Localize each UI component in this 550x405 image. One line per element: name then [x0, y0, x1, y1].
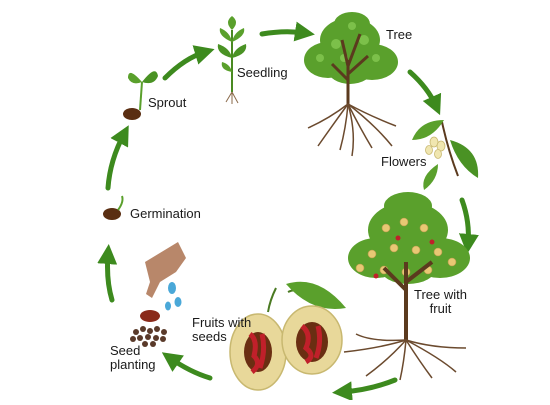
- label-seed-planting-line2: planting: [110, 357, 156, 372]
- open-fruits: [373, 235, 435, 279]
- label-tree-with-fruit-line1: Tree with: [414, 287, 467, 302]
- label-seed-planting: Seed planting: [110, 344, 156, 372]
- label-germination: Germination: [130, 206, 201, 221]
- label-tree-with-fruit-line2: fruit: [429, 301, 452, 316]
- leaf-icon: [412, 120, 444, 140]
- label-seed-planting-line1: Seed: [110, 343, 141, 358]
- label-tree: Tree: [386, 27, 413, 42]
- seed-icon: [123, 108, 141, 120]
- arrow-sprout-to-seedling: [162, 45, 215, 81]
- roots: [343, 333, 467, 381]
- sprout-illustration: [123, 71, 158, 120]
- water-drop-icon: [174, 297, 182, 307]
- leaf-icon: [423, 164, 438, 190]
- arrow-germination-to-sprout: [105, 125, 129, 191]
- label-flowers: Flowers: [381, 154, 427, 169]
- leaf-icon: [142, 71, 158, 84]
- label-fruits-with-seeds: Fruits with seeds: [192, 316, 251, 344]
- water-drop-icon: [168, 282, 176, 294]
- leaf-icon: [286, 281, 346, 309]
- arrow-planting-to-germination: [97, 244, 118, 303]
- label-fruits-with-seeds-line2: seeds: [192, 329, 227, 344]
- leaf-icon: [450, 140, 479, 178]
- seed-planting-illustration: [130, 242, 186, 347]
- water-drop-icon: [165, 301, 171, 311]
- cycle-arrows: [97, 21, 479, 402]
- roots: [307, 103, 397, 157]
- tree-illustration: [304, 12, 398, 157]
- label-fruits-with-seeds-line1: Fruits with: [192, 315, 252, 330]
- leaf-icon: [128, 72, 142, 84]
- germination-illustration: [103, 195, 124, 220]
- flowers-illustration: [412, 120, 479, 190]
- seedling-illustration: [217, 16, 247, 104]
- seed-icon: [140, 310, 160, 322]
- arrow-fruit-tree-to-fruits: [332, 377, 398, 402]
- arrow-tree-to-flowers: [407, 69, 442, 116]
- arrow-seedling-to-tree: [259, 21, 315, 42]
- arrow-flowers-to-fruit-tree: [458, 197, 479, 254]
- label-tree-with-fruit: Tree with fruit: [414, 288, 467, 316]
- arrow-fruits-to-planting: [161, 352, 213, 381]
- tree-with-fruit-illustration: [343, 192, 470, 381]
- hand-icon: [145, 242, 186, 298]
- label-sprout: Sprout: [148, 95, 187, 110]
- flower-buds: [425, 136, 446, 159]
- seed-icon: [103, 208, 121, 220]
- fruits-with-seeds-illustration: [229, 281, 346, 391]
- soil-icon: [130, 326, 167, 347]
- label-seedling: Seedling: [237, 65, 288, 80]
- roots: [225, 91, 239, 104]
